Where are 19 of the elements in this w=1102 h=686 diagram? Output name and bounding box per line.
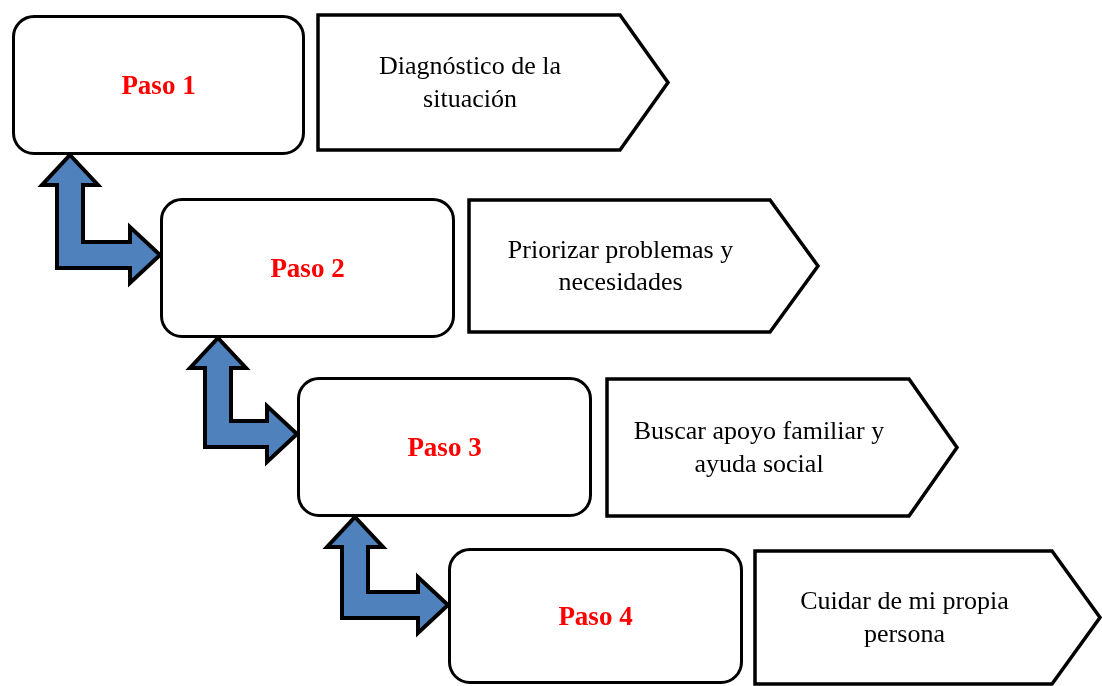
step-box [12, 15, 305, 155]
step-description: Buscar apoyo familiar y ayuda social [632, 415, 886, 480]
step-label: Paso 1 [121, 69, 196, 101]
double-arrow [37, 152, 163, 288]
step-description: Diagnóstico de la situación [378, 50, 562, 115]
step-box [448, 548, 743, 684]
step-label: Paso 2 [270, 252, 345, 284]
pentagon-arrow-shape [469, 200, 818, 332]
pentagon-arrow-shape [755, 551, 1100, 684]
step-label: Paso 4 [558, 600, 633, 632]
step-box [160, 198, 455, 338]
double-arrow [322, 514, 451, 638]
double-arrow [185, 335, 300, 467]
step-description: Cuidar de mi propia persona [799, 585, 1010, 650]
step-label: Paso 3 [407, 431, 482, 463]
step-box [297, 377, 592, 517]
pentagon-arrow-shape [318, 15, 668, 150]
pentagon-arrow-shape [607, 379, 957, 516]
step-description: Priorizar problemas y necesidades [506, 233, 735, 298]
